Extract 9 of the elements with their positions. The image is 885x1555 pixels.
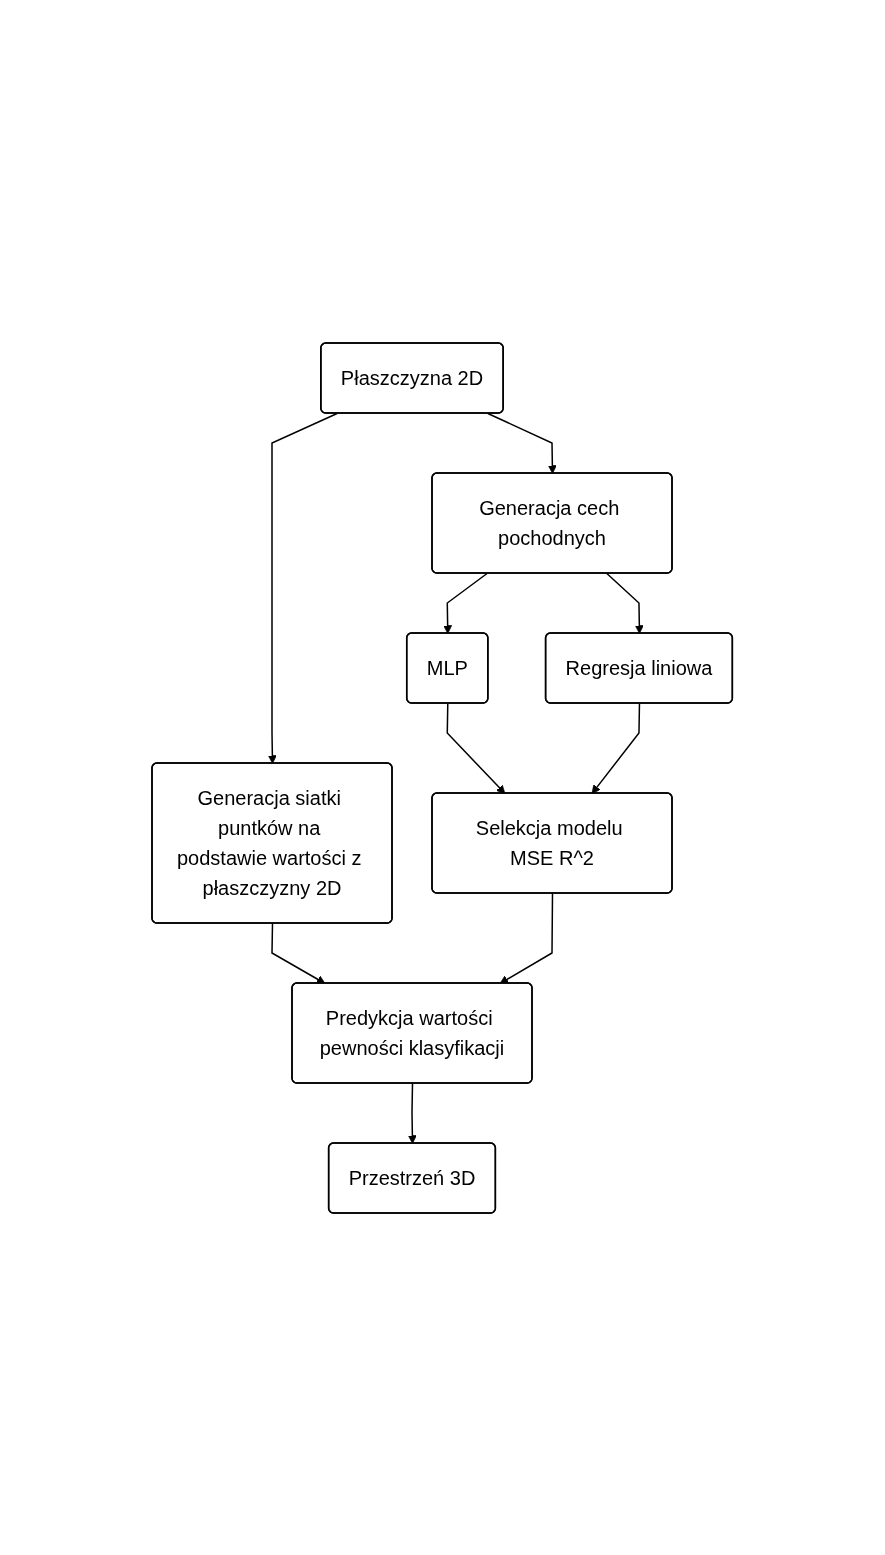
arrow <box>443 572 489 634</box>
arrow <box>606 572 645 634</box>
arrow <box>408 1082 418 1144</box>
arrow <box>446 702 506 794</box>
arrow <box>271 922 326 984</box>
arrow <box>487 412 558 474</box>
arrow <box>591 702 641 794</box>
arrow <box>499 892 554 984</box>
arrow <box>268 412 339 764</box>
